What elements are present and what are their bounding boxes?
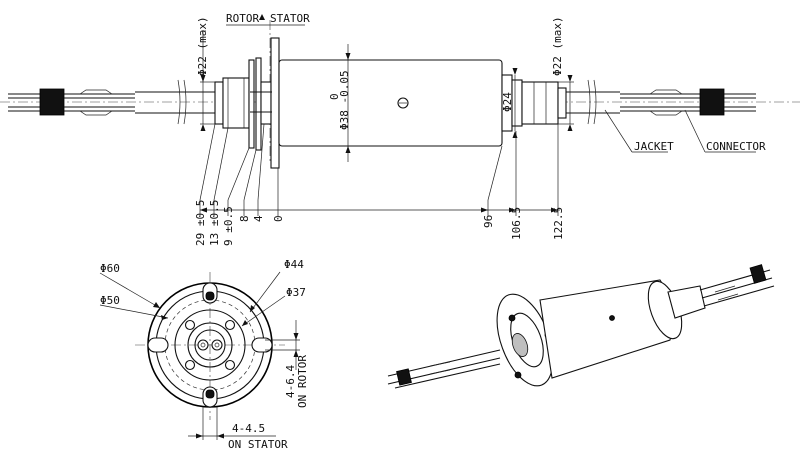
body-dia-tolerance: 0: [328, 93, 341, 100]
on-rotor-label: ON ROTOR: [296, 355, 309, 408]
rotor-hole: [184, 319, 196, 331]
left-connector-boot: [39, 88, 65, 116]
end-view: Φ60 Φ50 Φ44 Φ37 4-6.4 ON ROTOR 4-4.5 ON …: [99, 258, 309, 451]
stator-flange: [270, 37, 280, 169]
dim-13: 13 ±0.5: [208, 200, 221, 246]
connector-label: CONNECTOR: [706, 140, 766, 153]
dia-50: Φ50: [100, 294, 120, 307]
dia-44: Φ44: [284, 258, 304, 271]
holes-rotor: 4-6.4: [284, 365, 297, 398]
mount-slot: [147, 337, 169, 353]
dia-max-right: Φ22 (max): [551, 16, 564, 76]
isometric-view: [387, 264, 775, 389]
mount-slot: [251, 337, 273, 353]
dim-4: 4: [252, 215, 265, 222]
dim-29: 29 ±0.5: [194, 200, 207, 246]
rotor-label: ROTOR: [226, 12, 259, 25]
dia-60: Φ60: [100, 262, 120, 275]
dim-9: 9 ±0.5: [222, 206, 235, 246]
right-fiber-cable: [566, 79, 756, 125]
rotor-hole: [224, 359, 236, 371]
dim-96: 96: [482, 215, 495, 228]
left-fiber-cable: [8, 79, 215, 125]
set-screw-icon: [397, 97, 409, 109]
dim-0: 0: [272, 215, 285, 222]
rotor-hole: [184, 359, 196, 371]
shaft-dia: Φ24: [501, 92, 514, 112]
rotor-collar: [214, 37, 280, 169]
side-view: ROTOR STATOR Φ22 (max) Φ22 (max) 0 Φ38 -…: [0, 12, 800, 246]
dim-8: 8: [238, 215, 251, 222]
dia-max-left: Φ22 (max): [196, 16, 209, 76]
stator-label: STATOR: [270, 12, 310, 25]
length-dimensions: [199, 123, 559, 216]
rotor-hole: [224, 319, 236, 331]
stator-body: [278, 59, 503, 147]
right-connector-boot: [699, 88, 725, 116]
dia-37: Φ37: [286, 286, 306, 299]
dim-106-5: 106.5: [510, 207, 523, 240]
body-dia: Φ38 -0.05: [338, 70, 351, 130]
on-stator-label: ON STATOR: [228, 438, 288, 451]
jacket-label: JACKET: [634, 140, 674, 153]
rotor-shaft-right: [501, 74, 567, 132]
holes-stator: 4-4.5: [232, 422, 265, 435]
dim-122-5: 122.5: [552, 207, 565, 240]
